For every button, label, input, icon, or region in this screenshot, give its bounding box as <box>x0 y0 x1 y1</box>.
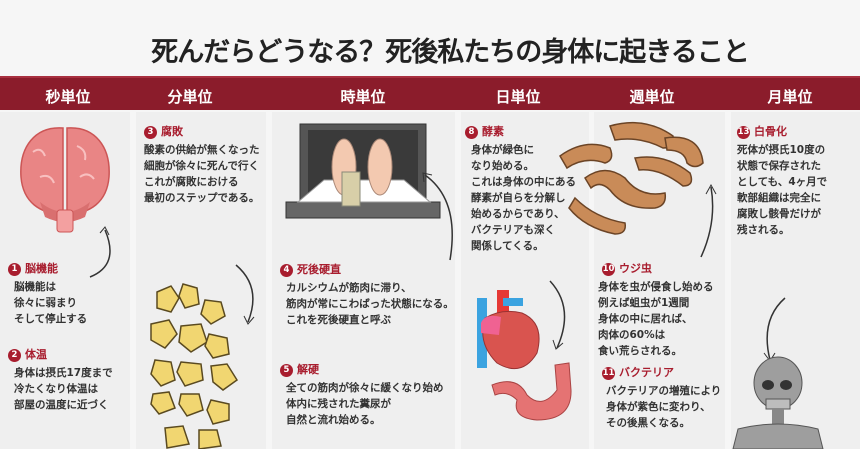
step-number-badge: 10 <box>602 262 615 276</box>
item-text: 腐敗し骸骨だけが <box>737 208 821 220</box>
item-text: 筋肉が常にこわばった状態になる。 <box>286 298 454 310</box>
arrow-icon <box>549 280 566 350</box>
item-text: 始めるからであり、 <box>471 208 565 220</box>
item-text: 残される。 <box>737 224 790 236</box>
item-text: 酵素が自らを分解し <box>471 192 566 204</box>
item-text: 肉体の60%は <box>598 329 666 341</box>
item-text: 脳機能は <box>14 281 56 293</box>
item-text: 軟部組織は完全に <box>737 192 821 204</box>
column-header-minutes: 分単位 <box>167 88 213 106</box>
item-text: 身体が紫色に変わり、 <box>606 401 711 413</box>
item-text: 身体は摂氏17度まで <box>14 367 113 379</box>
item-title: 腐敗 <box>161 125 183 138</box>
arrow-icon <box>89 226 111 278</box>
item-text: 自然と流れ始める。 <box>286 414 381 426</box>
item-text: カルシウムが筋肉に滞り、 <box>286 282 412 294</box>
item-text: 冷たくなり体温は <box>14 383 98 395</box>
skeleton-illustration <box>732 356 824 449</box>
item-title: 死後硬直 <box>297 263 341 276</box>
maggots-illustration <box>559 121 704 235</box>
step-number-badge: 8 <box>465 125 478 139</box>
item-title: バクテリア <box>619 366 674 379</box>
item-enzymes: 8 酵素 身体が緑色になり始める。これは身体の中にある酵素が自らを分解し始めるから… <box>465 124 576 254</box>
item-title: ウジ虫 <box>619 262 652 275</box>
column-header-weeks: 週単位 <box>629 88 675 106</box>
step-number-badge: 2 <box>8 348 21 362</box>
item-resolution-of-rigor: 5 解硬 全ての筋肉が徐々に緩くなり始め体内に残された糞尿が自然と流れ始める。 <box>280 362 444 428</box>
item-text: その後黒くなる。 <box>606 417 690 429</box>
item-text: これを死後硬直と呼ぶ <box>286 314 391 326</box>
item-text: そして停止する <box>14 313 88 325</box>
step-number-badge: 3 <box>144 125 157 139</box>
item-text: 死体が摂氏10度の <box>737 144 826 156</box>
item-text: 徐々に弱まり <box>14 297 77 309</box>
arrow-icon <box>700 183 717 258</box>
step-number-badge: 11 <box>602 366 615 380</box>
item-text: 身体を虫が侵食し始める <box>598 281 714 293</box>
item-text: 全ての筋肉が徐々に緩くなり始め <box>286 382 444 394</box>
column-header-days: 日単位 <box>495 88 541 106</box>
arrow-icon <box>422 172 453 261</box>
item-text: 関係してくる。 <box>471 240 544 252</box>
item-title: 体温 <box>25 348 47 361</box>
item-body-temperature: 2 体温 身体は摂氏17度まで冷たくなり体温は部屋の温度に近づく <box>8 347 113 413</box>
item-title: 脳機能 <box>25 262 58 275</box>
stomach-illustration <box>491 362 572 421</box>
item-title: 解硬 <box>297 363 319 376</box>
item-decay: 3 腐敗 酸素の供給が無くなった細胞が徐々に死んで行くこれが腐敗における最初のステ… <box>144 124 260 206</box>
item-text: 身体の中に居れば、 <box>598 313 693 325</box>
item-rigor-mortis: 4 死後硬直 カルシウムが筋肉に滞り、筋肉が常にこわばった状態になる。これを死後硬… <box>280 262 454 328</box>
column-header-hours: 時単位 <box>340 88 386 106</box>
item-text: これが腐敗における <box>144 176 239 188</box>
item-text: としても、4ヶ月で <box>737 176 828 188</box>
column-header-months: 月単位 <box>767 88 813 106</box>
decayed-cells-illustration <box>150 283 239 449</box>
item-text: 最初のステップである。 <box>144 192 260 204</box>
step-number-badge: 1 <box>8 262 21 276</box>
heart-illustration <box>477 290 540 370</box>
item-text: 体内に残された糞尿が <box>286 398 391 410</box>
item-title: 白骨化 <box>754 125 787 138</box>
brain-illustration <box>20 127 110 233</box>
item-brain-function: 1 脳機能 脳機能は徐々に弱まりそして停止する <box>8 261 87 327</box>
item-text: バクテリアの増殖により <box>606 385 722 397</box>
item-text: バクテリアも深く <box>471 224 555 236</box>
timescale-band: 秒単位 分単位 時単位 日単位 週単位 月単位 <box>0 76 860 110</box>
item-text: 例えば蛆虫が1週間 <box>598 297 690 309</box>
item-text: 身体が緑色に <box>471 144 534 156</box>
item-text: 細胞が徐々に死んで行く <box>144 160 259 172</box>
item-skeletonization: 13 白骨化 死体が摂氏10度の状態で保存されたとしても、4ヶ月で軟部組織は完全に… <box>737 124 827 238</box>
column-header-seconds: 秒単位 <box>45 88 91 106</box>
step-number-badge: 4 <box>280 263 293 277</box>
item-maggots: 10 ウジ虫 身体を虫が侵食し始める例えば蛆虫が1週間身体の中に居れば、肉体の60… <box>598 261 714 359</box>
step-number-badge: 5 <box>280 363 293 377</box>
morgue-body-illustration <box>285 123 441 219</box>
item-text: なり始める。 <box>471 160 534 172</box>
item-text: これは身体の中にある <box>471 176 576 188</box>
item-text: 食い荒らされる。 <box>598 345 682 357</box>
page-title: 死んだらどうなる？死後私たちの身体に起きること <box>151 37 749 68</box>
item-text: 酸素の供給が無くなった <box>144 144 260 156</box>
step-number-badge: 13 <box>737 125 750 139</box>
item-bacteria: 11 バクテリア バクテリアの増殖により身体が紫色に変わり、その後黒くなる。 <box>602 365 721 431</box>
item-text: 部屋の温度に近づく <box>14 399 109 411</box>
item-text: 状態で保存された <box>737 160 821 172</box>
arrow-icon <box>235 264 255 325</box>
item-title: 酵素 <box>482 125 504 138</box>
